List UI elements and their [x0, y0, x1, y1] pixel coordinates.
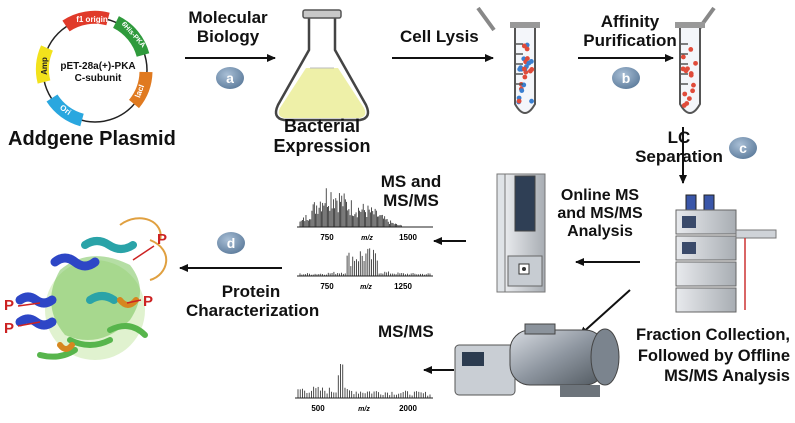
spectrum-ms-ms-offline [295, 364, 433, 399]
step-label-molecular-biology-line1: Molecular [188, 8, 268, 27]
step-label-online-ms: Online MS and MS/MS Analysis [550, 187, 650, 241]
spectrum-ms-ms-online [297, 248, 433, 277]
cell-debris-dot [519, 88, 525, 93]
step-badge-c: c [729, 137, 757, 159]
flow-arrows [179, 54, 687, 374]
step-label-bacterial-expression-line1: Bacterial [283, 116, 361, 136]
target-protein-dot [693, 60, 698, 66]
target-protein-dot [522, 74, 528, 80]
step-label-protein-characterization-line2: Characterization [186, 301, 320, 321]
protein-structure: P P P P [4, 217, 168, 360]
plasmid-label-laci: lacI [133, 83, 146, 99]
step-badge-c-label: c [739, 140, 747, 156]
step-label-online-ms-line3: Analysis [567, 222, 633, 240]
step-label-fraction-collection-line3: MS/MS Analysis [664, 367, 790, 386]
target-protein-dot [521, 66, 527, 72]
step-label-online-ms-line2: and MS/MS [557, 204, 643, 222]
cell-debris-dot [528, 59, 534, 64]
step-label-ms-and-msms-line2: MS/MS [383, 191, 439, 211]
phospho-site-label: P [157, 231, 167, 248]
plasmid-subname: C-subunit [75, 73, 122, 84]
step-label-cell-lysis: Cell Lysis [400, 27, 479, 46]
spectrum-bot-tick-2000: 2000 [399, 404, 417, 413]
spectrum-bot-axis-label: m/z [358, 406, 370, 413]
step-badge-d-label: d [227, 235, 236, 251]
step-label-lc-separation-line2: Separation [635, 147, 723, 167]
spectrum-bot-tick-500: 500 [311, 404, 325, 413]
plasmid-segment-laci [128, 71, 153, 109]
spectrum-top-tick-1500: 1500 [399, 233, 417, 242]
step-label-online-ms-line1: Online MS [560, 187, 640, 204]
plasmid-caption: Addgene Plasmid [8, 128, 176, 150]
target-protein-dot [688, 46, 694, 52]
arrow-to-fraction [579, 289, 631, 336]
step-label-molecular-biology-line2: Biology [196, 27, 260, 47]
phospho-site-label: P [4, 320, 14, 337]
target-protein-dot [680, 54, 686, 60]
plasmid-label-amp: Amp [40, 57, 49, 75]
step-label-lc-separation-line1: LC [667, 128, 691, 147]
phospho-site-label: P [143, 293, 153, 310]
target-protein-dot [680, 66, 686, 72]
target-protein-dot [527, 68, 533, 74]
step-label-fraction-collection-line2: Followed by Offline [637, 346, 790, 365]
target-protein-dot [516, 98, 522, 104]
phospho-site-label: P [4, 297, 14, 314]
plasmid-segment-amp [35, 45, 54, 84]
tube-lysate-cells [516, 42, 535, 105]
online-mass-spectrometer [496, 173, 546, 293]
target-protein-dot [681, 103, 687, 108]
target-protein-dot [521, 43, 527, 49]
plasmid-map: f1 origin 6His-PKA lacI Ori Amp pET-28a(… [35, 10, 153, 127]
target-protein-dot [686, 96, 692, 101]
target-protein-dot [682, 91, 688, 97]
plasmid-name: pET-28a(+)-PKA [60, 61, 135, 72]
step-label-affinity-purification-line1: Affinity [600, 12, 660, 31]
step-label-fraction-collection: Fraction Collection, Followed by Offline… [602, 325, 790, 387]
tube-purified-protein [680, 46, 698, 108]
cell-debris-dot [529, 98, 534, 104]
cell-debris-dot [518, 65, 524, 71]
target-protein-dot [524, 46, 530, 52]
target-protein-dot [688, 72, 694, 78]
spectrum-top-axis-label: m/z [361, 235, 373, 242]
spectrum-ms-full-scan [297, 188, 433, 228]
step-badge-d: d [217, 232, 245, 254]
flask-illustration [274, 9, 370, 122]
tube-purified [675, 6, 716, 114]
step-badge-a: a [216, 67, 244, 89]
step-badge-b-label: b [622, 70, 631, 86]
step-label-affinity-purification-line2: Purification [583, 31, 677, 51]
plasmid-label-f1-origin: f1 origin [76, 15, 108, 24]
step-label-protein-characterization-line1: Protein [221, 282, 281, 301]
step-label-bacterial-expression: Bacterial Expression [264, 116, 380, 156]
step-label-msms: MS/MS [378, 322, 434, 341]
plasmid-segment-6his-pka [112, 16, 150, 57]
step-label-ms-and-msms-line1: MS and [380, 172, 442, 191]
plasmid-segment-f1-origin [62, 10, 110, 32]
target-protein-dot [690, 88, 696, 94]
lc-system [675, 194, 777, 313]
step-badge-b: b [612, 67, 640, 89]
step-label-molecular-biology: Molecular Biology [178, 8, 278, 46]
plasmid-segment-ori [46, 94, 85, 127]
step-label-affinity-purification: Affinity Purification [580, 12, 680, 50]
step-label-bacterial-expression-line2: Expression [273, 136, 371, 157]
spectrum-mid-tick-750: 750 [320, 282, 334, 291]
spectrum-top-tick-750: 750 [320, 233, 334, 242]
step-badge-a-label: a [226, 70, 234, 86]
offline-mass-spectrometer [454, 323, 620, 397]
tube-lysate [476, 6, 540, 114]
step-label-fraction-collection-line1: Fraction Collection, [635, 326, 790, 344]
spectrum-mid-tick-1250: 1250 [394, 282, 412, 291]
step-label-protein-characterization: Protein Characterization [186, 282, 320, 321]
step-label-lc-separation: LC Separation [628, 128, 730, 166]
target-protein-dot [691, 82, 696, 88]
step-label-ms-and-msms: MS and MS/MS [376, 172, 446, 210]
spectrum-mid-axis-label: m/z [360, 284, 372, 291]
